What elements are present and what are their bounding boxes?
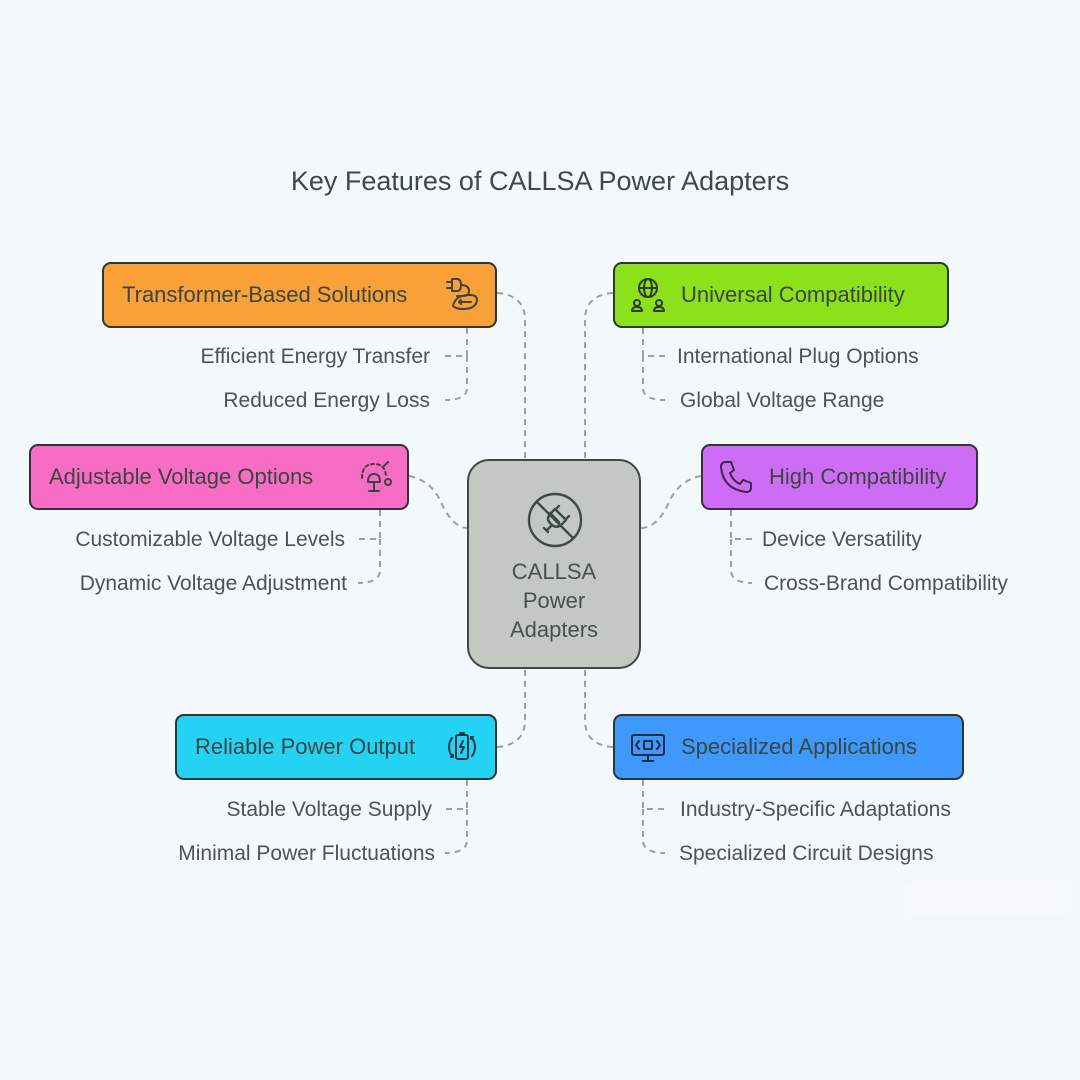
node-label: Transformer-Based Solutions bbox=[122, 282, 408, 307]
item-customizable-voltage-levels: Customizable Voltage Levels bbox=[75, 528, 345, 551]
item-specialized-circuit-designs: Specialized Circuit Designs bbox=[679, 842, 934, 865]
item-connector-left-1b bbox=[444, 356, 468, 401]
item-device-versatility: Device Versatility bbox=[762, 528, 922, 551]
node-label: Reliable Power Output bbox=[195, 734, 416, 759]
item-dynamic-voltage-adjustment: Dynamic Voltage Adjustment bbox=[79, 572, 347, 595]
node-transformer-based-solutions: Transformer-Based Solutions bbox=[102, 262, 497, 328]
center-node-label: CALLSA Power Adapters bbox=[469, 557, 639, 644]
item-connector-left-1 bbox=[445, 328, 468, 357]
item-stable-voltage-supply: Stable Voltage Supply bbox=[226, 798, 433, 821]
item-industry-specific-adaptations: Industry-Specific Adaptations bbox=[680, 798, 951, 821]
item-connector-left-3 bbox=[445, 780, 468, 810]
globe-users-icon bbox=[631, 278, 665, 312]
item-global-voltage-range: Global Voltage Range bbox=[680, 389, 885, 412]
plug-leaf-icon bbox=[446, 278, 478, 310]
unplugged-icon bbox=[527, 492, 583, 548]
connector-transformer bbox=[496, 292, 526, 460]
diagram-title: Key Features of CALLSA Power Adapters bbox=[290, 166, 790, 196]
item-efficient-energy-transfer: Efficient Energy Transfer bbox=[200, 345, 430, 368]
item-connector-right-1b bbox=[642, 356, 666, 401]
center-node: CALLSA Power Adapters bbox=[467, 459, 641, 669]
connector-specialized bbox=[584, 668, 614, 748]
phone-icon bbox=[720, 461, 752, 493]
connector-reliable bbox=[496, 668, 526, 748]
node-label: Specialized Applications bbox=[681, 734, 918, 759]
watermark-patch bbox=[905, 882, 1065, 914]
node-high-compatibility: High Compatibility bbox=[701, 444, 978, 510]
adjust-lamp-icon bbox=[361, 461, 392, 492]
center-label-line: CALLSA bbox=[511, 559, 597, 584]
center-label-line: Power bbox=[522, 588, 586, 613]
node-label: Universal Compatibility bbox=[681, 282, 905, 307]
node-adjustable-voltage-options: Adjustable Voltage Options bbox=[29, 444, 409, 510]
node-reliable-power-output: Reliable Power Output bbox=[175, 714, 497, 780]
node-label: High Compatibility bbox=[769, 464, 947, 489]
item-connector-left-2b bbox=[357, 539, 381, 584]
item-connector-left-3b bbox=[444, 809, 468, 854]
connector-high bbox=[640, 475, 702, 529]
item-connector-right-2 bbox=[730, 510, 752, 540]
connector-universal bbox=[584, 292, 614, 460]
item-connector-right-3 bbox=[642, 780, 665, 810]
node-label: Adjustable Voltage Options bbox=[49, 464, 314, 489]
node-universal-compatibility: Universal Compatibility bbox=[613, 262, 949, 328]
center-label-line: Adapters bbox=[509, 617, 599, 642]
item-minimal-power-fluctuations: Minimal Power Fluctuations bbox=[178, 842, 435, 865]
connector-adjustable bbox=[408, 475, 469, 529]
item-reduced-energy-loss: Reduced Energy Loss bbox=[223, 389, 430, 412]
item-cross-brand-compatibility: Cross-Brand Compatibility bbox=[764, 572, 1008, 595]
item-connector-right-3b bbox=[642, 809, 666, 854]
monitor-code-icon bbox=[631, 734, 665, 762]
node-specialized-applications: Specialized Applications bbox=[613, 714, 964, 780]
item-connector-right-2b bbox=[730, 539, 753, 584]
item-connector-right-1 bbox=[642, 328, 665, 357]
battery-cycle-icon bbox=[448, 732, 476, 760]
item-international-plug-options: International Plug Options bbox=[677, 345, 919, 368]
item-connector-left-2 bbox=[358, 510, 381, 540]
